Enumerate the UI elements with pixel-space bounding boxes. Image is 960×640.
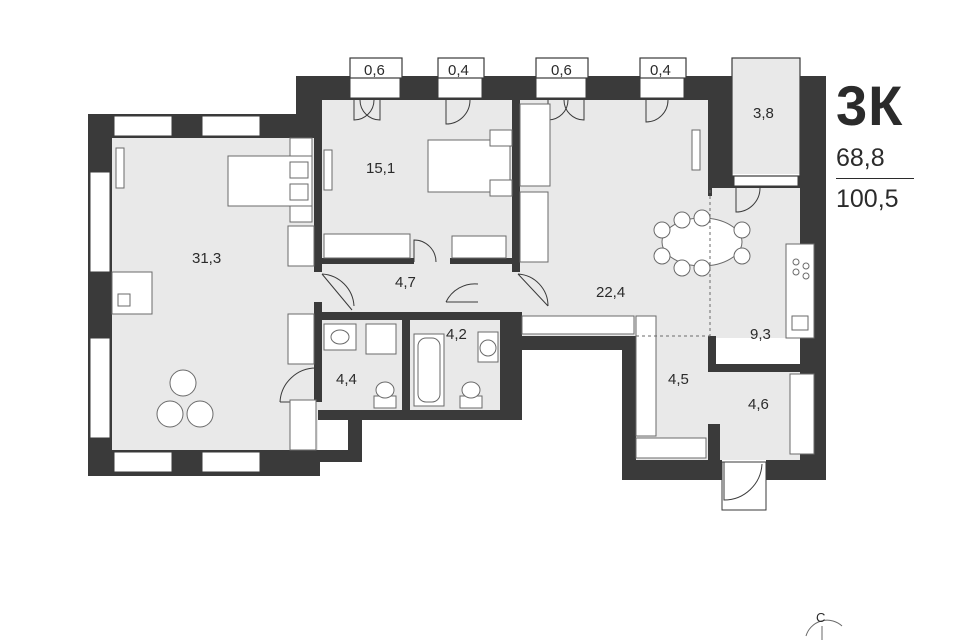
window-niches: [349, 57, 687, 79]
balcony-outline: [731, 57, 801, 177]
room-area-kitchen-zone: 9,3: [750, 326, 771, 343]
room-area-bedroom: 15,1: [366, 160, 395, 177]
furniture: [111, 103, 815, 459]
compass-icon: С: [805, 610, 843, 640]
apartment-summary: 3К 68,8 100,5: [836, 78, 946, 213]
room-area-entry: 4,6: [748, 396, 769, 413]
apartment-type: 3К: [836, 74, 904, 137]
total-area: 100,5: [836, 185, 899, 213]
windows: [89, 77, 799, 473]
room-labels: 31,3 15,1 4,7 22,4 9,3 4,4 4,2 4,5 4,6 3…: [192, 62, 774, 413]
room-area-corridor: 4,7: [395, 274, 416, 291]
room-area-bath-1: 4,4: [336, 371, 357, 388]
window-niche-3: 0,6: [551, 62, 572, 79]
room-area-hall: 4,5: [668, 371, 689, 388]
room-area-bath-2: 4,2: [446, 326, 467, 343]
compass-letter: С: [816, 610, 825, 625]
window-niche-4: 0,4: [650, 62, 671, 79]
living-area: 68,8: [836, 144, 885, 172]
room-area-kitchen-living: 22,4: [596, 284, 625, 301]
window-niche-1: 0,6: [364, 62, 385, 79]
zone-lines: [636, 190, 711, 337]
window-niche-2: 0,4: [448, 62, 469, 79]
room-area-living-large: 31,3: [192, 250, 221, 267]
room-area-balcony: 3,8: [753, 105, 774, 122]
divider: [836, 178, 914, 179]
